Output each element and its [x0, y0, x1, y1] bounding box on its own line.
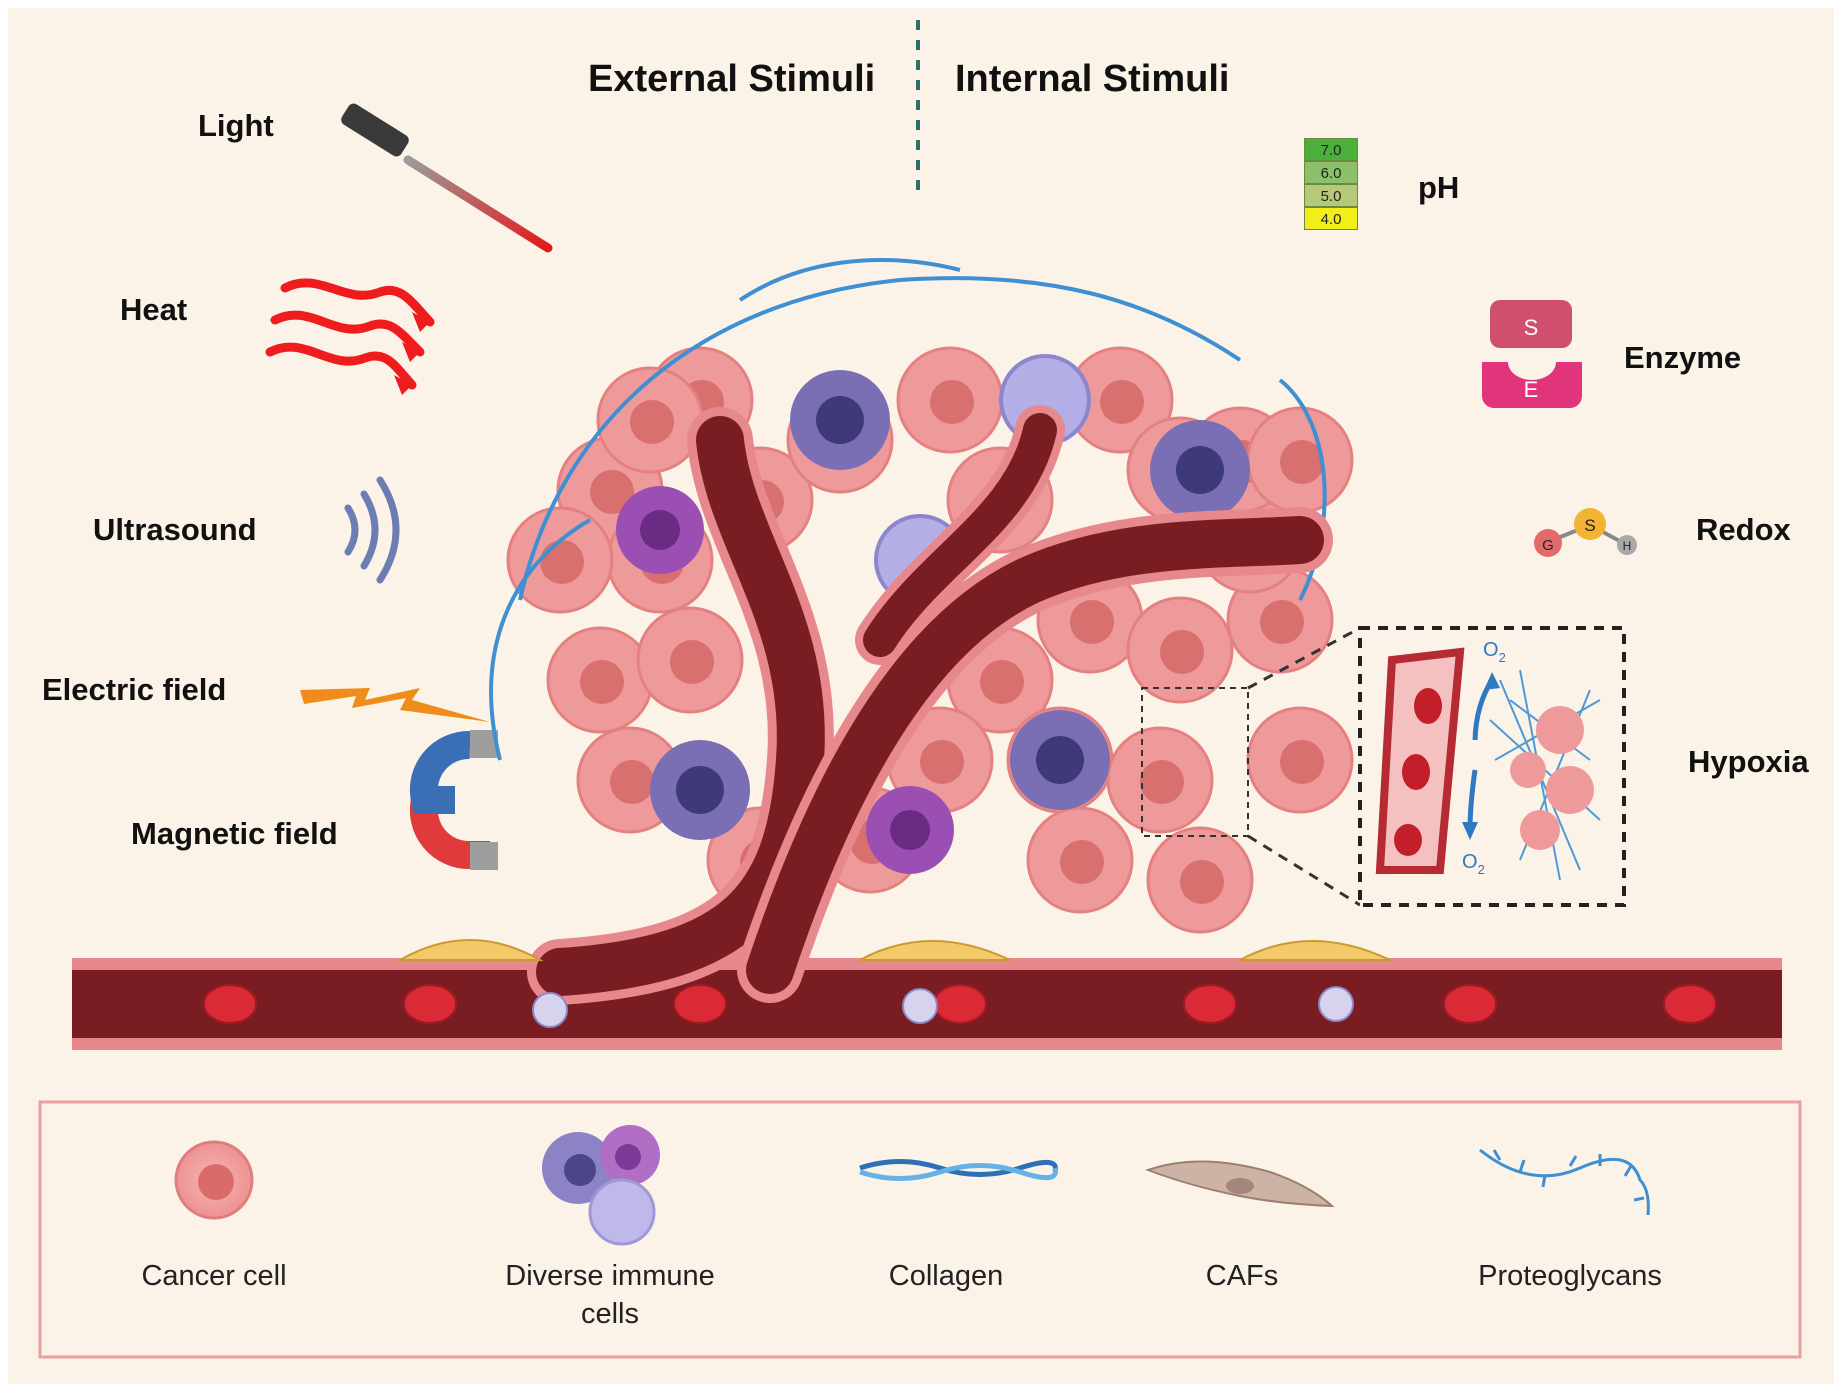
ph-cell: 7.0 [1304, 138, 1358, 161]
label-ph: pH [1418, 170, 1460, 205]
legend-label-cancer-cell: Cancer cell [141, 1260, 287, 1292]
cancer-cell-nucleus [930, 380, 974, 424]
immune-cell-nucleus [1176, 446, 1224, 494]
legend-label-proteoglycans: Proteoglycans [1478, 1260, 1662, 1292]
dendritic-cell-nucleus [640, 510, 680, 550]
cancer-cell-nucleus [1070, 600, 1114, 644]
immune-cell-nucleus [676, 766, 724, 814]
label-light: Light [198, 108, 274, 143]
red-blood-cell [933, 984, 987, 1024]
cancer-cell-nucleus [1180, 860, 1224, 904]
ph-scale-values: 7.0 6.0 5.0 4.0 [1304, 138, 1358, 234]
proteoglycan-icon [1479, 1148, 1650, 1216]
immune-cell-in-vessel [1318, 986, 1354, 1022]
red-blood-cell [1183, 984, 1237, 1024]
immune-cell-in-vessel [902, 988, 938, 1024]
collagen-strand [489, 518, 591, 761]
redox-g-letter: G [1542, 537, 1554, 554]
cancer-cell-nucleus [1160, 630, 1204, 674]
enzyme-e-letter: E [1524, 377, 1539, 402]
heat-waves-icon [265, 278, 435, 390]
label-electric-field: Electric field [42, 672, 227, 707]
cancer-cell-nucleus [1280, 740, 1324, 784]
label-heat: Heat [120, 292, 188, 327]
redox-s-letter: S [1584, 516, 1595, 535]
cancer-cell-nucleus [580, 660, 624, 704]
red-blood-cell [673, 984, 727, 1024]
cancer-cell-nucleus [980, 660, 1024, 704]
red-blood-cell [403, 984, 457, 1024]
label-hypoxia: Hypoxia [1688, 744, 1809, 779]
dendritic-cell-nucleus [890, 810, 930, 850]
cancer-cell-nucleus [1140, 760, 1184, 804]
label-enzyme: Enzyme [1624, 340, 1742, 375]
o2-top-label: O2 [1483, 639, 1506, 665]
zoom-source-box [1141, 687, 1249, 837]
blood-vessel-branches [527, 405, 1333, 1005]
red-blood-cells [203, 984, 1717, 1028]
legend-label-collagen: Collagen [888, 1260, 1004, 1292]
redox-h-letter: H [1623, 539, 1632, 553]
enzyme-substrate-icon: S E [1482, 300, 1582, 408]
label-redox: Redox [1696, 512, 1791, 547]
red-blood-cell [1443, 984, 1497, 1024]
enzyme-s-letter: S [1524, 315, 1539, 340]
immune-cells-icon [542, 1125, 660, 1246]
cancer-cell-nucleus [670, 640, 714, 684]
endothelial-cells [396, 939, 1391, 961]
cancer-cell-nucleus [1280, 440, 1324, 484]
cancer-cell-nucleus [590, 470, 634, 514]
legend-label-cafs: CAFs [1205, 1260, 1279, 1292]
cancer-cell-nucleus [1100, 380, 1144, 424]
cancer-cell-nucleus [1060, 840, 1104, 884]
red-blood-cell [203, 984, 257, 1024]
light-fiber-icon [341, 103, 553, 253]
o2-bottom-label: O2 [1462, 851, 1485, 877]
collagen-strand [518, 276, 1242, 601]
ph-cell: 6.0 [1304, 161, 1358, 184]
label-magnetic-field: Magnetic field [131, 816, 338, 851]
magnet-icon [409, 730, 498, 870]
external-stimuli-header: External Stimuli [588, 58, 876, 100]
internal-stimuli-header: Internal Stimuli [955, 58, 1230, 100]
immune-cell-nucleus [1036, 736, 1084, 784]
collagen-strand [738, 258, 961, 302]
ultrasound-waves-icon [344, 476, 400, 584]
red-blood-cell [1663, 984, 1717, 1024]
hypoxic-vessel-icon: O2 O2 [1358, 626, 1626, 907]
caf-icon [1145, 1160, 1335, 1208]
collagen-icon [859, 1159, 1059, 1181]
immune-cell-in-vessel [532, 992, 568, 1028]
legend-label-immune-cells: Diverse immune cells [505, 1260, 715, 1330]
ph-cell: 4.0 [1304, 207, 1358, 230]
cancer-cell-nucleus [630, 400, 674, 444]
cancer-cell-nucleus [920, 740, 964, 784]
glutathione-molecule-icon: G S H [1534, 508, 1637, 557]
legend-box [38, 1100, 1802, 1359]
cancer-cell-icon [174, 1140, 254, 1220]
ph-cell: 5.0 [1304, 184, 1358, 207]
cancer-cell-nucleus [610, 760, 654, 804]
cancer-cell-nucleus [540, 540, 584, 584]
immune-cell-nucleus [816, 396, 864, 444]
lightning-icon [300, 688, 490, 722]
label-ultrasound: Ultrasound [93, 512, 257, 547]
cancer-cell-nucleus [1260, 600, 1304, 644]
